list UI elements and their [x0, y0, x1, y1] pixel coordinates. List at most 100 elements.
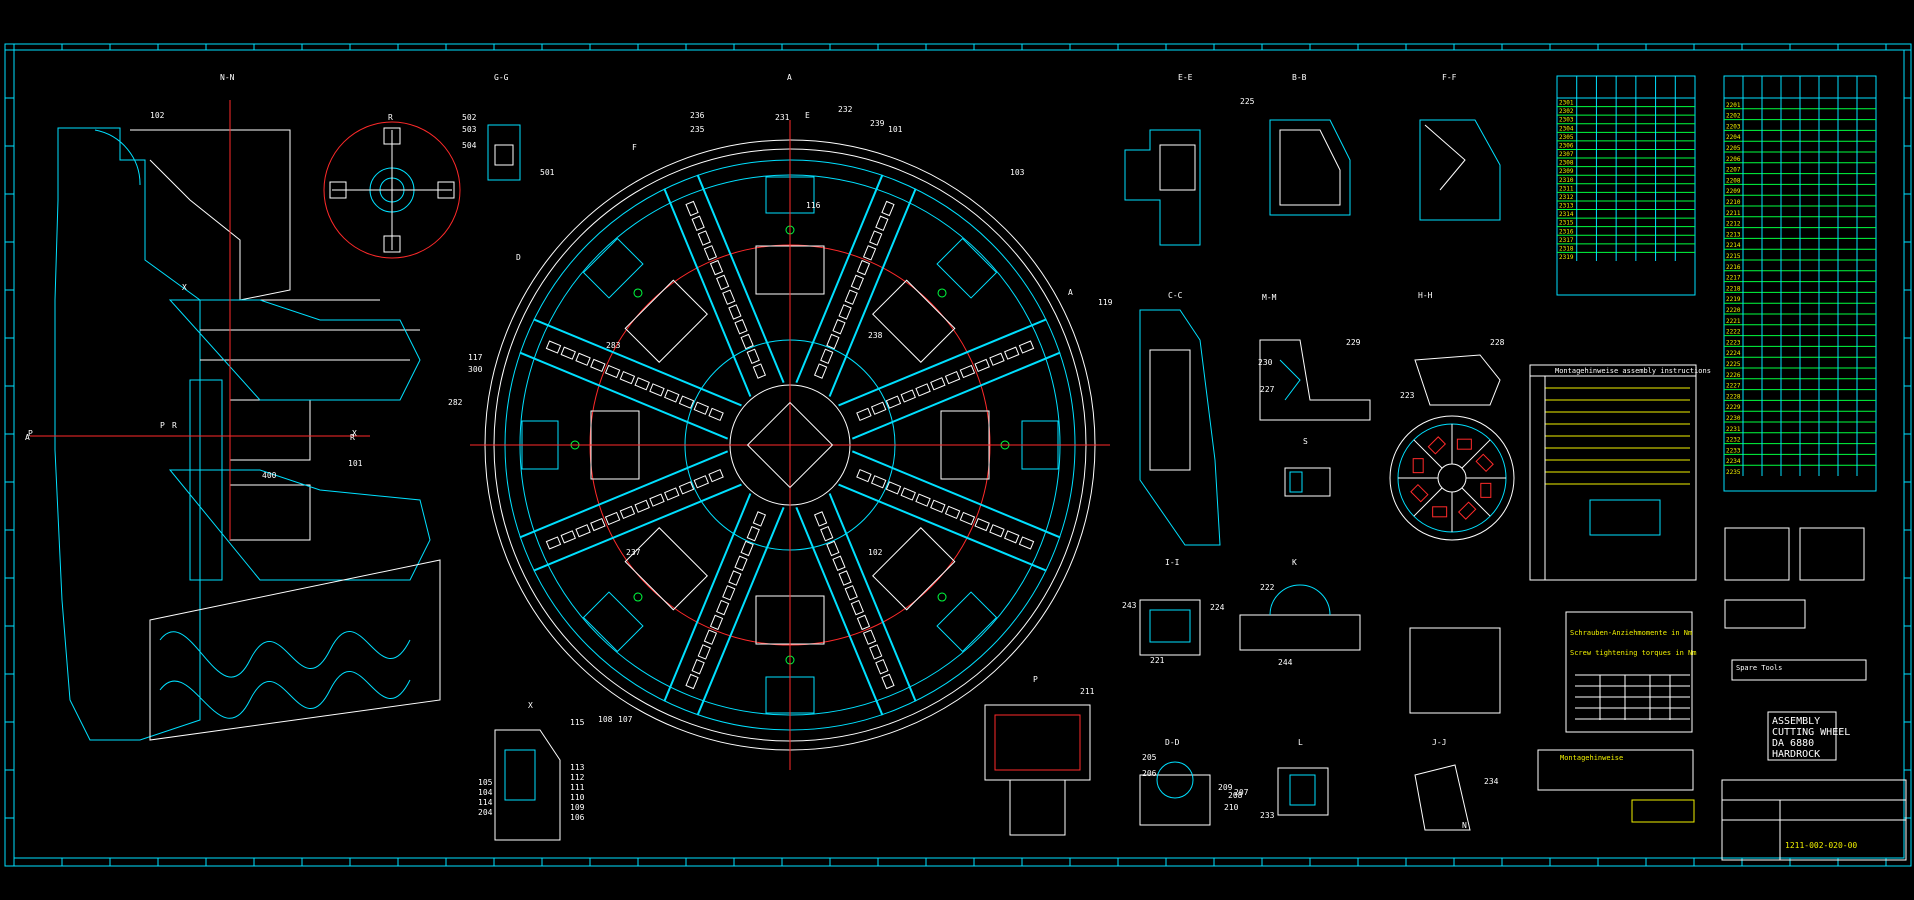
- callout-number: 230: [1258, 358, 1273, 367]
- drawing-frame-outer: [4, 43, 1912, 867]
- table-cell: 2217: [1726, 275, 1741, 282]
- drawing-number: 1211-002-020-00: [1785, 841, 1857, 850]
- callout-number: 243: [1122, 601, 1137, 610]
- table-cell: 2204: [1726, 134, 1741, 141]
- label-p: P: [1033, 675, 1038, 684]
- detail-view-p: P: [984, 675, 1091, 836]
- cutting-wheel-small-view: [1389, 415, 1515, 541]
- table-cell: 2209: [1726, 188, 1741, 195]
- callout-number: 283: [606, 341, 621, 350]
- table-cell: 2210: [1726, 199, 1741, 206]
- callout-number: 228: [1490, 338, 1505, 347]
- callout-number: 110: [570, 793, 585, 802]
- table-cell: 2233: [1726, 447, 1741, 454]
- table-cell: 2227: [1726, 383, 1741, 390]
- section-view-hh: H-H: [1414, 291, 1501, 406]
- table-cell: 2302: [1559, 108, 1574, 115]
- callout-number: 204: [478, 808, 493, 817]
- callout-number: 109: [570, 803, 585, 812]
- callout-number: 502: [462, 113, 477, 122]
- title-line-4: HARDROCK: [1772, 749, 1820, 760]
- callout-number: R: [172, 421, 177, 430]
- callout-number: 112: [570, 773, 585, 782]
- callout-number: 239: [870, 119, 885, 128]
- parts-table-right: 2201220222032204220522062207220822092210…: [1723, 75, 1877, 492]
- table-cell: 2215: [1726, 253, 1741, 260]
- section-view-ee: E-E: [1124, 73, 1201, 246]
- label-s: S: [1303, 437, 1308, 446]
- table-cell: 2228: [1726, 393, 1741, 400]
- label-x-left: X: [182, 283, 187, 292]
- cutting-wheel-front-view: A: [470, 73, 1110, 770]
- title-line-3: DA 6880: [1772, 738, 1814, 749]
- section-view-l: L: [1277, 738, 1329, 816]
- callout-number: 233: [1260, 811, 1275, 820]
- callout-number: F: [632, 143, 637, 152]
- callout-number: 209: [1218, 783, 1233, 792]
- label-a-left: A: [25, 433, 30, 442]
- callout-number: 113: [570, 763, 585, 772]
- callout-number: 205: [1142, 753, 1157, 762]
- label-l: L: [1298, 738, 1303, 747]
- label-r: R: [388, 113, 393, 122]
- callout-number: 237: [626, 548, 641, 557]
- spare-tools-box: Spare Tools: [1731, 659, 1867, 681]
- table-cell: 2234: [1726, 458, 1741, 465]
- table-cell: 2207: [1726, 167, 1741, 174]
- bolt-torque-title-en: Screw tightening torques in Nm: [1570, 649, 1696, 657]
- label-k: K: [1292, 558, 1297, 567]
- table-cell: 2235: [1726, 469, 1741, 476]
- callout-number: 114: [478, 798, 493, 807]
- drawing-frame-inner: [13, 49, 1905, 859]
- table-cell: 2304: [1559, 125, 1574, 132]
- callout-number: E: [805, 111, 810, 120]
- label-mm: M-M: [1262, 293, 1277, 302]
- table-cell: 2305: [1559, 134, 1574, 141]
- table-cell: 2226: [1726, 372, 1741, 379]
- label-x: X: [528, 701, 533, 710]
- table-cell: 2309: [1559, 168, 1574, 175]
- parts-table-left: 2301230223032304230523062307230823092310…: [1556, 75, 1696, 296]
- title-block: 1211-002-020-00: [1631, 779, 1907, 861]
- callout-number: 111: [570, 783, 585, 792]
- table-cell: 2313: [1559, 203, 1574, 210]
- label-a-main: A: [787, 73, 792, 82]
- table-cell: 2219: [1726, 296, 1741, 303]
- title-line-2: CUTTING WHEEL: [1772, 727, 1850, 738]
- callout-number: 102: [150, 111, 165, 120]
- table-cell: 2224: [1726, 350, 1741, 357]
- callout-number: 105: [478, 778, 493, 787]
- table-cell: 2225: [1726, 361, 1741, 368]
- title-box: ASSEMBLY CUTTING WHEEL DA 6880 HARDROCK: [1767, 711, 1850, 761]
- assembly-instructions-box: Montagehinweise assembly instructions: [1529, 364, 1711, 581]
- callout-number: 208: [1228, 791, 1243, 800]
- callout-number: 108: [598, 715, 613, 724]
- label-ff: F-F: [1442, 73, 1457, 82]
- label-ii: I-I: [1165, 558, 1180, 567]
- table-cell: 2317: [1559, 237, 1574, 244]
- callout-number: 400: [262, 471, 277, 480]
- table-cell: 2201: [1726, 102, 1741, 109]
- small-tables: [1409, 527, 1865, 714]
- label-p-left: P: [160, 421, 165, 430]
- table-cell: 2316: [1559, 228, 1574, 235]
- callout-number: 210: [1224, 803, 1239, 812]
- label-r-left: R: [350, 433, 355, 442]
- callout-number: 116: [806, 201, 821, 210]
- table-cell: 2216: [1726, 264, 1741, 271]
- callout-number: P: [28, 429, 33, 438]
- callout-number: 501: [540, 168, 555, 177]
- callout-number: 236: [690, 111, 705, 120]
- section-view-dd: D-D: [1139, 738, 1211, 826]
- table-cell: 2318: [1559, 245, 1574, 252]
- table-cell: 2314: [1559, 211, 1574, 218]
- callout-number: 117: [468, 353, 483, 362]
- callout-number: 221: [1150, 656, 1165, 665]
- table-cell: 2221: [1726, 318, 1741, 325]
- table-cell: 2223: [1726, 339, 1741, 346]
- table-cell: 2222: [1726, 329, 1741, 336]
- table-cell: 2232: [1726, 437, 1741, 444]
- label-gg: G-G: [494, 73, 509, 82]
- callout-number: 222: [1260, 583, 1275, 592]
